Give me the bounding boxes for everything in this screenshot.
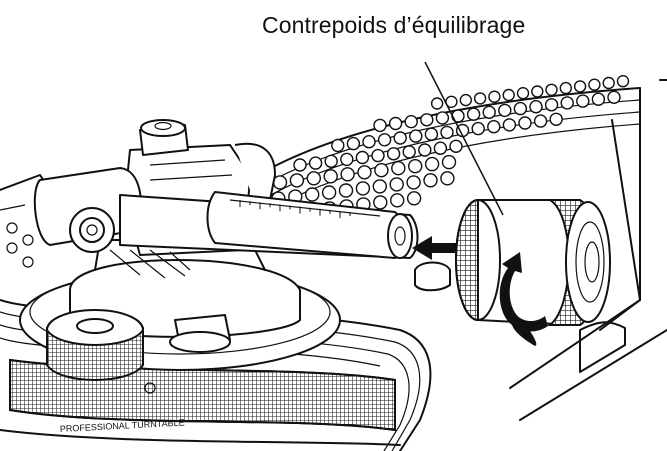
strobe-dot bbox=[588, 78, 601, 91]
strobe-dot bbox=[374, 162, 389, 178]
strobe-dot bbox=[373, 118, 387, 133]
platter-text: PROFESSIONAL TURNTABLE bbox=[60, 417, 185, 434]
strobe-dot bbox=[404, 114, 418, 129]
strobe-dot bbox=[308, 156, 323, 170]
strobe-dot bbox=[323, 169, 338, 184]
strobe-dot bbox=[357, 165, 372, 180]
strobe-dot bbox=[390, 193, 405, 208]
strobe-dot bbox=[591, 92, 606, 106]
strobe-dot bbox=[346, 136, 361, 151]
strobe-dot bbox=[406, 175, 421, 190]
strobe-dot bbox=[391, 160, 406, 176]
strobe-dot bbox=[451, 109, 465, 123]
strobe-dot bbox=[602, 76, 615, 90]
strobe-dot bbox=[482, 105, 496, 120]
strobe-dot bbox=[324, 154, 338, 169]
strobe-dot bbox=[449, 139, 463, 154]
strobe-dot bbox=[393, 131, 407, 145]
strobe-dot bbox=[423, 173, 438, 188]
strobe-dot bbox=[373, 195, 388, 210]
callout-leader-line bbox=[424, 61, 504, 216]
strobe-dot bbox=[473, 92, 487, 105]
callout-label: Contrepoids d’équilibrage bbox=[262, 12, 526, 38]
strobe-dot bbox=[435, 111, 450, 125]
strobe-dot bbox=[377, 133, 392, 147]
strobe-dot bbox=[533, 114, 548, 128]
strobe-dot bbox=[502, 88, 515, 102]
strobe-dot bbox=[409, 129, 423, 143]
strobe-dot bbox=[362, 134, 376, 149]
strobe-dot bbox=[440, 171, 455, 186]
strobe-dot bbox=[340, 152, 354, 167]
strobe-dot bbox=[321, 185, 337, 200]
strobe-dot bbox=[560, 96, 574, 110]
strobe-dot bbox=[502, 118, 517, 132]
strobe-dot bbox=[355, 150, 370, 165]
strobe-dot bbox=[371, 148, 385, 163]
strobe-dot bbox=[386, 147, 401, 161]
strobe-dot bbox=[305, 187, 320, 202]
strobe-dot bbox=[607, 90, 621, 105]
strobe-dot bbox=[544, 98, 559, 112]
strobe-dot bbox=[513, 101, 528, 116]
strobe-dot bbox=[498, 103, 512, 118]
strobe-dot bbox=[466, 107, 481, 121]
tonearm-base bbox=[19, 119, 341, 394]
strobe-dot bbox=[389, 177, 404, 192]
strobe-dot bbox=[516, 86, 530, 100]
strobe-dot bbox=[402, 145, 416, 159]
strobe-dot bbox=[531, 85, 544, 98]
strobe-dot bbox=[388, 116, 403, 131]
strobe-dot bbox=[440, 125, 454, 140]
strobe-dot bbox=[355, 181, 371, 196]
strobe-dot bbox=[418, 143, 432, 157]
strobe-dot bbox=[459, 93, 472, 107]
strobe-dot bbox=[549, 112, 563, 127]
strobe-dot bbox=[424, 156, 440, 172]
strobe-dot bbox=[559, 81, 572, 95]
tonearm-pipe bbox=[33, 167, 419, 279]
strobe-dot bbox=[406, 191, 422, 206]
strobe-dot bbox=[272, 175, 288, 190]
strobe-dot bbox=[289, 173, 305, 188]
strobe-dot bbox=[408, 158, 423, 174]
strobe-dot bbox=[529, 99, 543, 114]
strobe-dot bbox=[576, 94, 590, 108]
strobe-dot bbox=[471, 121, 485, 136]
arrow-left-icon bbox=[412, 236, 458, 260]
strobe-dot bbox=[338, 183, 354, 198]
strobe-dot bbox=[518, 116, 532, 130]
strobe-dot bbox=[616, 74, 630, 88]
strobe-dot bbox=[545, 83, 558, 97]
strobe-dot bbox=[331, 138, 345, 153]
strobe-dot bbox=[340, 167, 355, 182]
strobe-dot bbox=[293, 158, 307, 172]
strobe-dot bbox=[488, 90, 501, 103]
strobe-dot bbox=[306, 171, 321, 186]
strobe-dot bbox=[430, 97, 444, 110]
strobe-dot bbox=[573, 80, 587, 93]
strobe-dot bbox=[487, 119, 501, 134]
strobe-dot bbox=[372, 179, 387, 194]
strobe-dot bbox=[420, 113, 434, 127]
rotation-arrow-icon bbox=[499, 252, 548, 346]
strobe-dot bbox=[433, 141, 448, 155]
strobe-dot bbox=[424, 127, 439, 141]
strobe-dot bbox=[441, 154, 457, 170]
